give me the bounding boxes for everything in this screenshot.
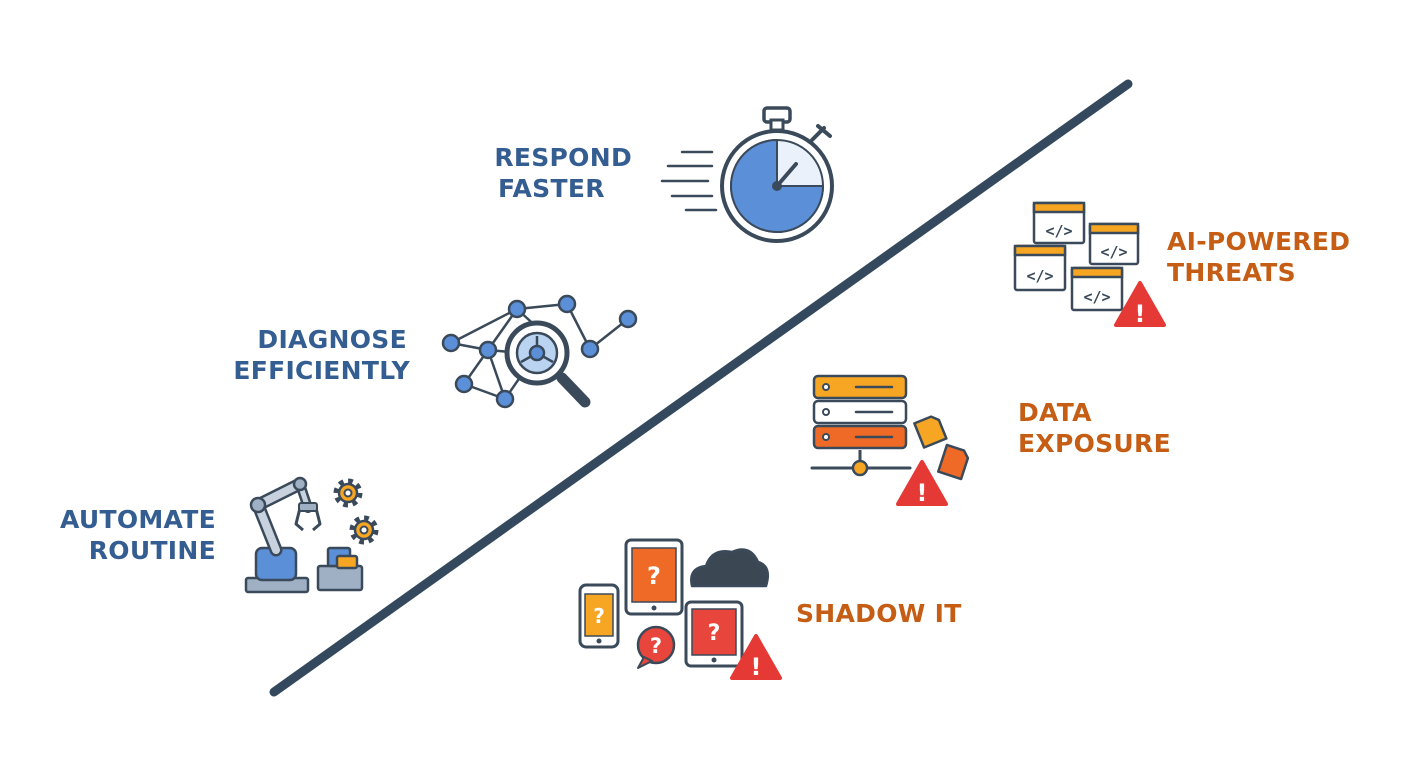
divider-line bbox=[269, 79, 1133, 697]
label-line: DATA bbox=[1018, 398, 1092, 427]
label-ai-powered-threats: AI-POWERED THREATS bbox=[1167, 226, 1350, 288]
code-glyph: </> bbox=[1045, 222, 1072, 240]
network-magnifier-icon bbox=[441, 294, 638, 409]
code-windows-warning-icon: </> </> </> </> ! bbox=[1013, 201, 1166, 328]
label-line: SHADOW IT bbox=[796, 599, 962, 628]
label-line: FASTER bbox=[498, 174, 605, 203]
robotic-arm-icon bbox=[244, 476, 375, 594]
warning-glyph: ! bbox=[917, 479, 928, 507]
code-glyph: </> bbox=[1026, 267, 1053, 285]
server-leak-warning-icon: ! bbox=[810, 374, 970, 507]
label-line: AI-POWERED bbox=[1167, 227, 1351, 256]
question-glyph: ? bbox=[647, 562, 661, 590]
label-line: ROUTINE bbox=[88, 536, 216, 565]
question-glyph: ? bbox=[650, 634, 662, 658]
label-line: THREATS bbox=[1167, 258, 1296, 287]
label-line: DIAGNOSE bbox=[257, 325, 407, 354]
code-glyph: </> bbox=[1100, 243, 1127, 261]
label-line: AUTOMATE bbox=[59, 505, 216, 534]
stopwatch-icon bbox=[660, 106, 834, 243]
label-automate-routine: AUTOMATE ROUTINE bbox=[40, 504, 216, 566]
warning-glyph: ! bbox=[751, 653, 762, 681]
label-line: EFFICIENTLY bbox=[233, 356, 410, 385]
label-line: EXPOSURE bbox=[1018, 429, 1171, 458]
warning-glyph: ! bbox=[1135, 300, 1146, 328]
question-glyph: ? bbox=[593, 604, 605, 628]
label-diagnose-efficiently: DIAGNOSE EFFICIENTLY bbox=[214, 324, 410, 386]
question-glyph: ? bbox=[708, 621, 721, 646]
label-shadow-it: SHADOW IT bbox=[796, 598, 962, 629]
label-respond-faster: RESPOND FASTER bbox=[480, 142, 632, 204]
label-data-exposure: DATA EXPOSURE bbox=[1018, 397, 1171, 459]
unknown-devices-cloud-icon: ? ? ? ? ! bbox=[578, 538, 782, 681]
code-glyph: </> bbox=[1083, 288, 1110, 306]
label-line: RESPOND bbox=[494, 143, 632, 172]
